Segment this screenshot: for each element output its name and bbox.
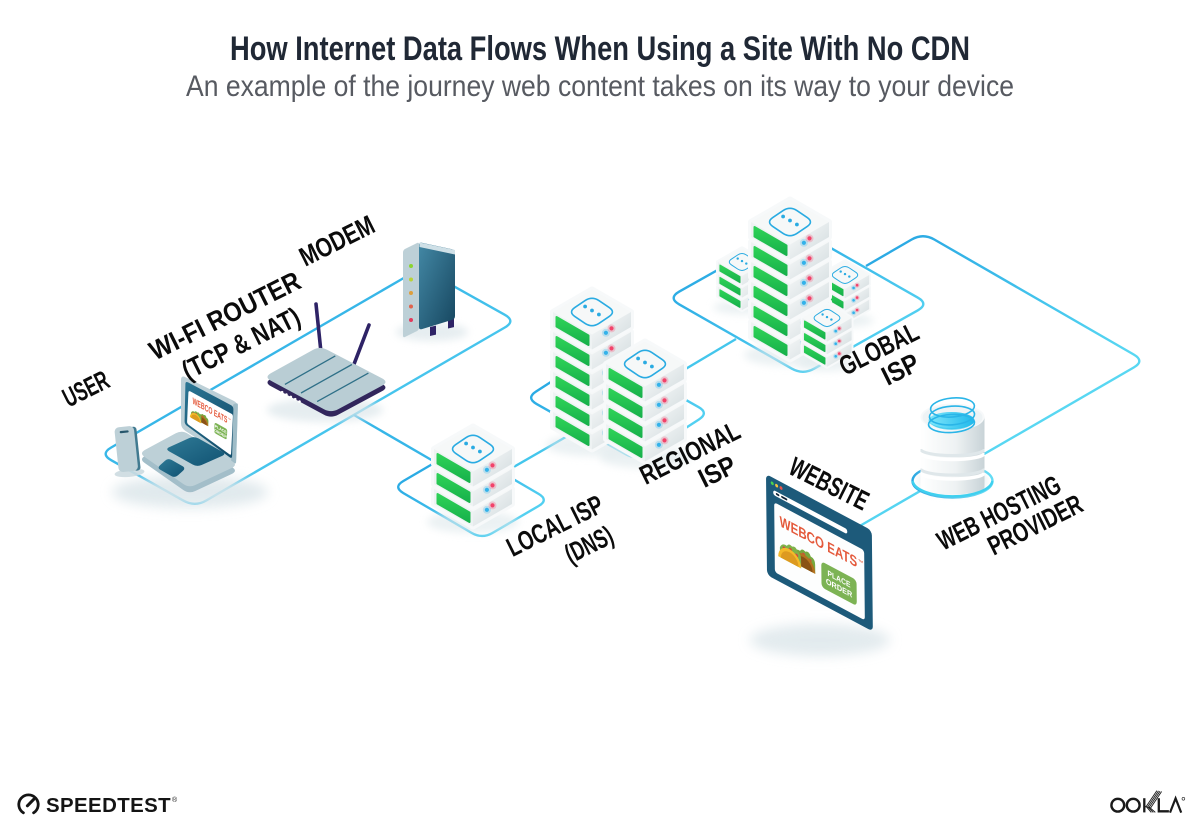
svg-text:™: ™: [228, 417, 231, 423]
svg-text:®: ®: [172, 796, 178, 804]
svg-text:How Internet Data Flows When U: How Internet Data Flows When Using a Sit…: [230, 30, 970, 68]
svg-text:™: ™: [858, 558, 863, 568]
svg-text:SPEEDTEST: SPEEDTEST: [46, 794, 171, 817]
svg-text:PLACE: PLACE: [215, 423, 227, 435]
svg-text:An example of the journey web: An example of the journey web content ta…: [186, 70, 1014, 103]
